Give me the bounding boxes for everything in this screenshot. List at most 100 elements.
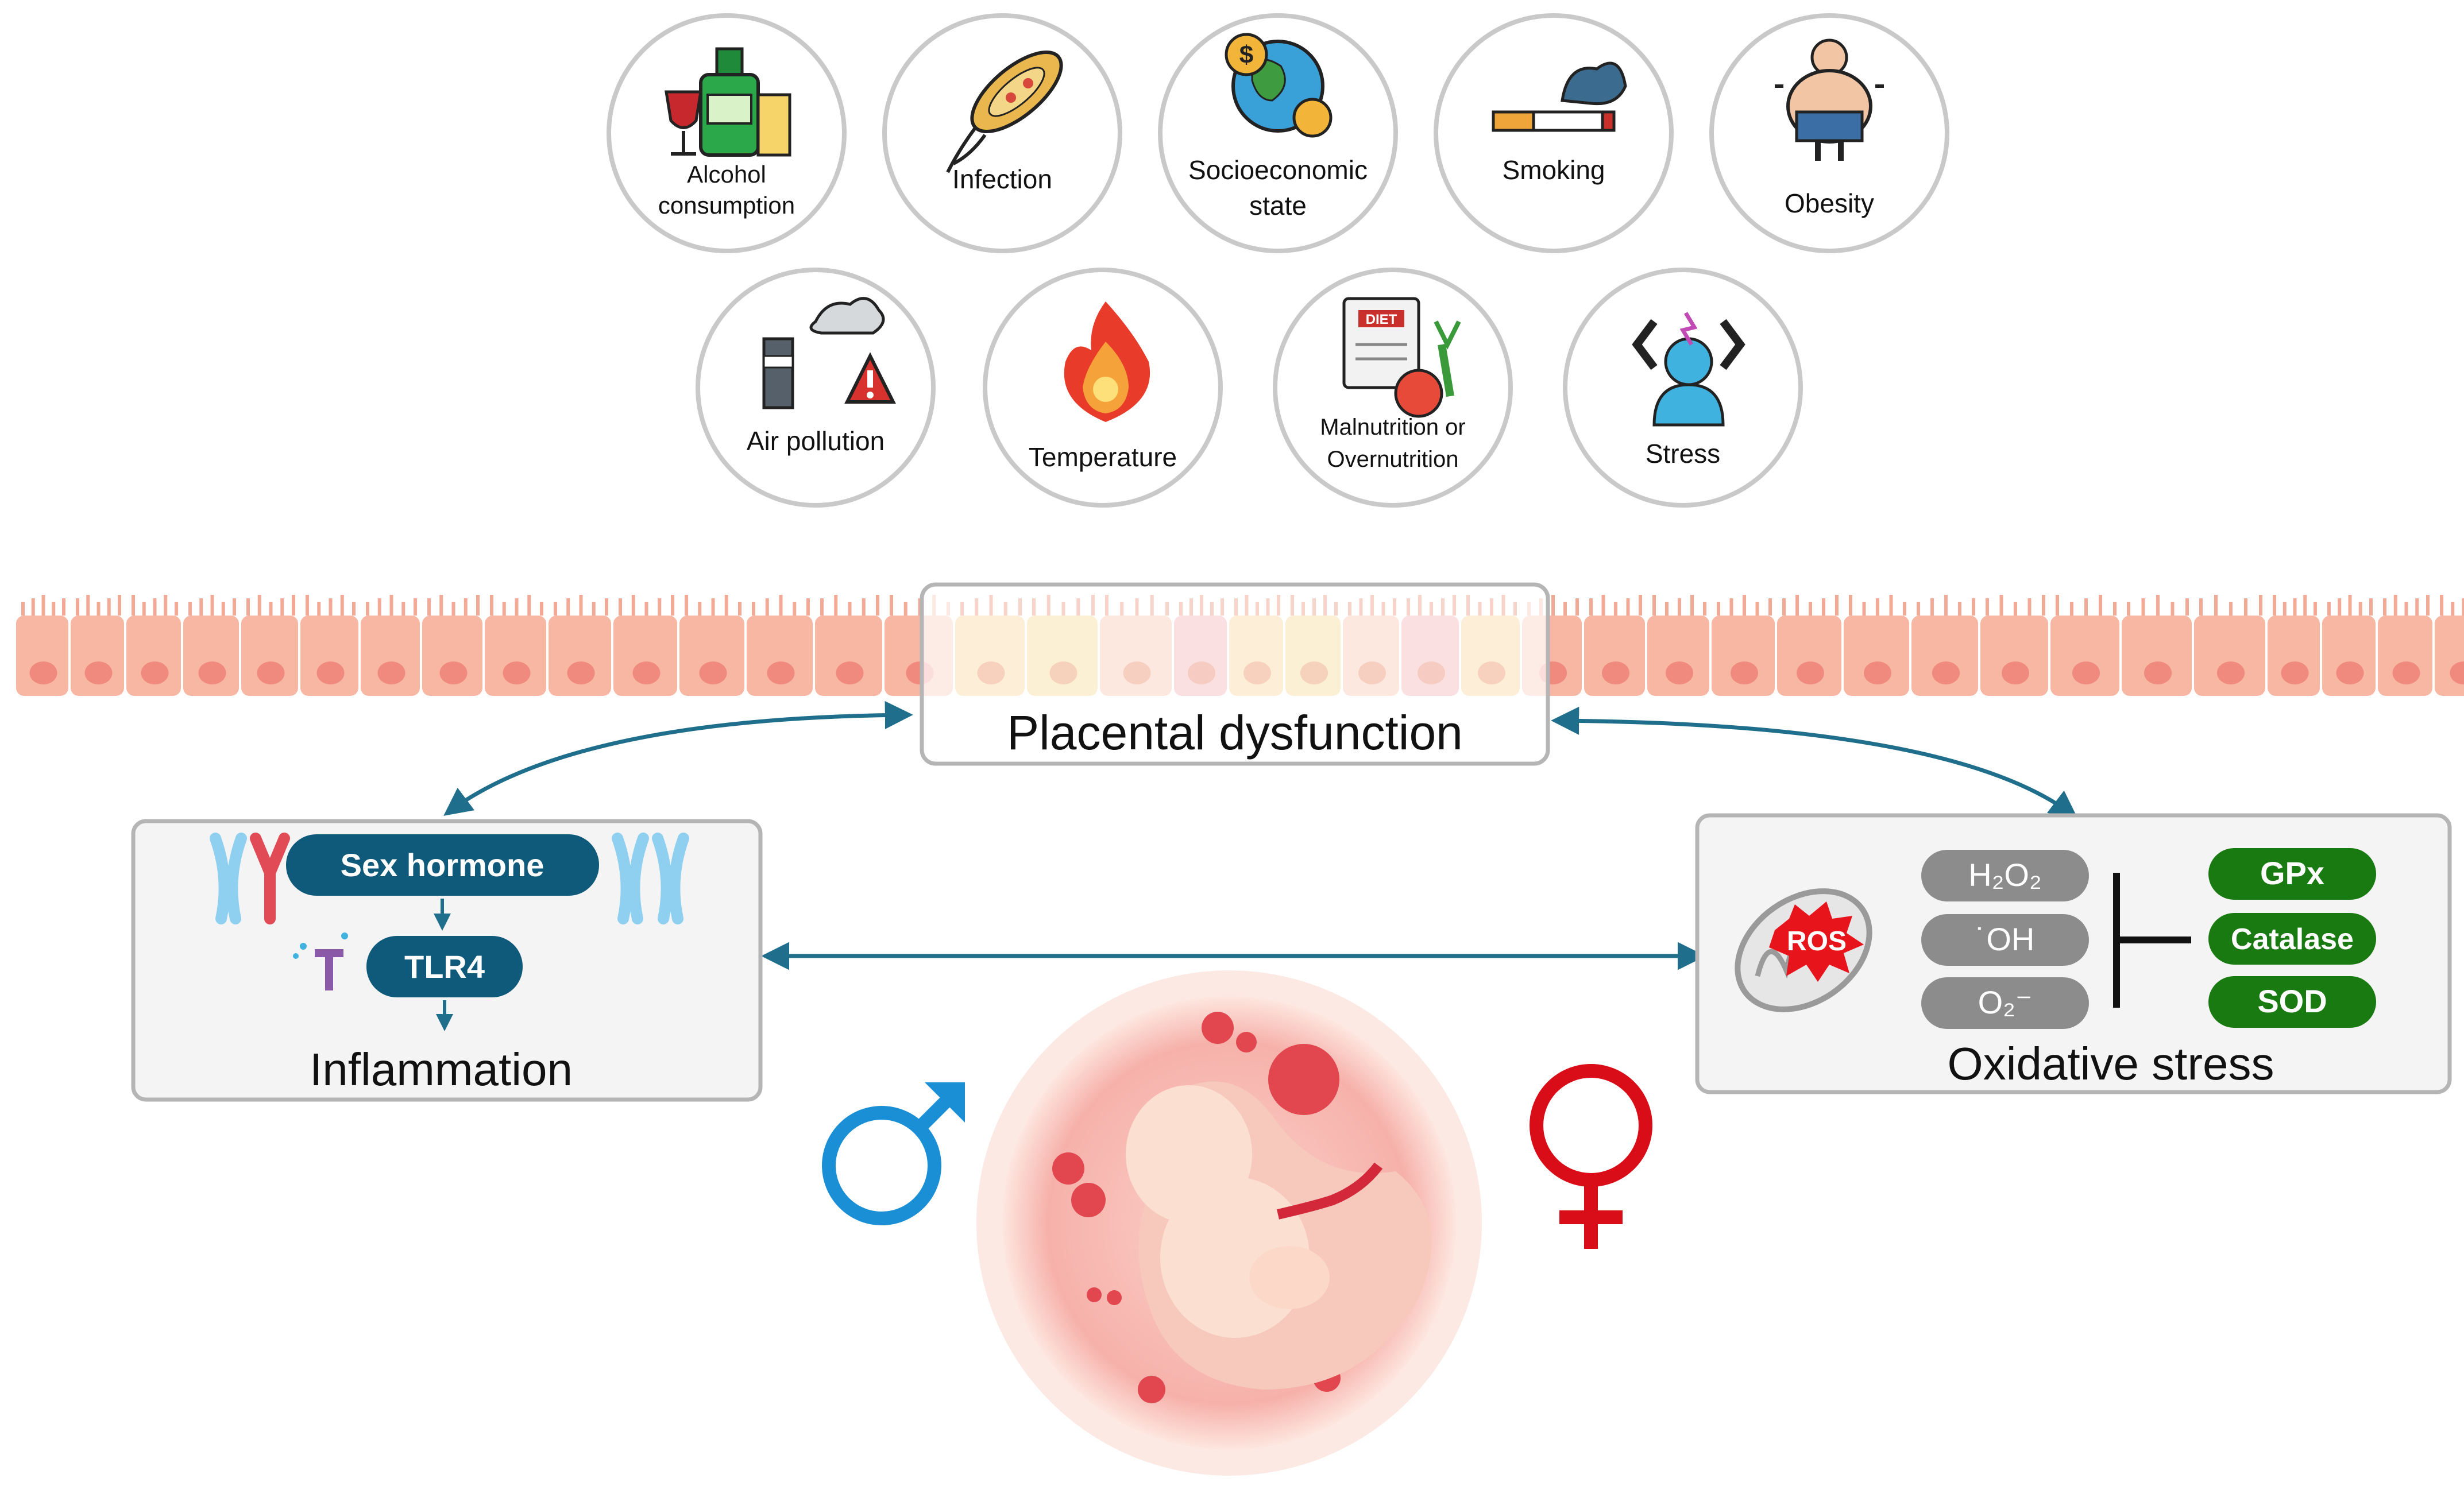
tissue-cell <box>1100 616 1172 696</box>
cell-nucleus <box>1932 661 1960 684</box>
factor-diet: DIET Malnutrition or Overnutrition <box>1273 268 1513 508</box>
antioxidant-pill <box>2208 848 2376 900</box>
cell-nucleus <box>1358 661 1386 684</box>
arrow-placenta-oxidative <box>1551 706 2078 819</box>
cell-nucleus <box>1123 661 1151 684</box>
cell-nucleus <box>2281 661 2309 684</box>
cell-nucleus <box>257 661 285 684</box>
receptor-icon <box>293 932 348 990</box>
factor-label: Temperature <box>1029 442 1177 472</box>
cell-nucleus <box>767 661 795 684</box>
tissue-cell <box>361 616 420 696</box>
cell-nucleus <box>1666 661 1693 684</box>
flame-icon <box>1064 301 1150 422</box>
tissue-cell <box>2122 616 2192 696</box>
tissue-cell <box>2194 616 2265 696</box>
cell-nucleus <box>2002 661 2029 684</box>
antioxidant-pill <box>2208 913 2376 965</box>
cell-nucleus <box>2392 661 2420 684</box>
factor-alcohol: Alcohol consumption <box>607 13 847 253</box>
factor-socioeconomic: $ Socioeconomic state <box>1158 13 1398 253</box>
antioxidant-pill <box>2208 976 2376 1028</box>
cell-nucleus <box>632 661 661 684</box>
embryo-illustration <box>976 970 1482 1476</box>
radical-label: ˙OH <box>1976 921 2035 957</box>
oxidative-stress-box: ROS H₂O₂ ˙OH O₂⁻ GPx Catalase SOD Oxidat… <box>1695 813 2452 1094</box>
cell-nucleus <box>1731 661 1758 684</box>
placental-dysfunction-box: Placental dysfunction <box>920 582 1550 766</box>
globe-money-icon: $ <box>1225 33 1333 138</box>
tissue-cell <box>549 616 611 696</box>
inflammation-title: Inflammation <box>310 1044 573 1095</box>
cell-nucleus <box>503 661 531 684</box>
factor-label: state <box>1249 191 1307 220</box>
cell-nucleus <box>2072 661 2100 684</box>
factor-label: Alcohol <box>687 161 766 188</box>
factor-label: Overnutrition <box>1327 447 1459 472</box>
sex-hormone-label: Sex hormone <box>341 847 544 883</box>
antioxidant-label: GPx <box>2260 855 2324 891</box>
inflammation-box: Sex hormone TLR4 Inflammation <box>131 819 763 1102</box>
factor-obesity: Obesity <box>1709 13 1949 253</box>
antioxidant-label: Catalase <box>2231 923 2354 956</box>
svg-text:$: $ <box>1239 41 1253 69</box>
factor-label: consumption <box>658 192 795 219</box>
cell-nucleus <box>141 661 169 684</box>
ros-burst-icon: ROS <box>1769 901 1864 982</box>
cell-nucleus <box>699 661 727 684</box>
factor-infection: Infection <box>882 13 1122 253</box>
svg-text:DIET: DIET <box>1366 312 1397 327</box>
radical-label: H₂O₂ <box>1968 857 2041 893</box>
radical-label: O₂⁻ <box>1978 984 2033 1020</box>
factor-stress: Stress <box>1563 268 1803 508</box>
factor-label: Socioeconomic <box>1188 155 1368 185</box>
highlighted-cells <box>955 595 1520 696</box>
factor-air-pollution: Air pollution <box>696 268 936 508</box>
obesity-icon <box>1775 38 1884 161</box>
tissue-cell <box>613 616 677 696</box>
tissue-cell <box>1027 616 1098 696</box>
tlr4-pill <box>366 936 523 997</box>
cell-nucleus <box>2217 661 2245 684</box>
sex-hormone-pill <box>286 834 599 896</box>
placental-dysfunction-label: Placental dysfunction <box>1007 706 1463 760</box>
factor-label: Malnutrition or <box>1320 415 1465 440</box>
tissue-cell <box>1712 616 1775 696</box>
factor-label: Infection <box>952 164 1052 194</box>
factor-label: Stress <box>1646 439 1720 469</box>
tissue-cell <box>815 616 882 696</box>
cell-nucleus <box>977 661 1005 684</box>
tissue-cell <box>422 616 482 696</box>
cell-nucleus <box>2144 661 2172 684</box>
factor-label: Smoking <box>1503 155 1605 185</box>
cell-nucleus <box>1188 661 1215 684</box>
male-symbol-icon <box>822 1082 965 1225</box>
cell-nucleus <box>836 661 864 684</box>
tissue-cell <box>1584 616 1645 696</box>
placental-tissue-band <box>16 595 2464 696</box>
cell-nucleus <box>316 661 345 684</box>
tissue-cell <box>1461 616 1520 696</box>
tissue-cell <box>955 616 1025 696</box>
radical-pill <box>1921 977 2089 1029</box>
tissue-cell <box>747 616 813 696</box>
cell-nucleus <box>1478 661 1505 684</box>
tissue-cell <box>1647 616 1709 696</box>
stress-icon <box>1632 312 1745 427</box>
ros-label: ROS <box>1787 926 1847 957</box>
tissue-cell <box>300 616 358 696</box>
xx-chromosome-icon <box>612 833 689 924</box>
radical-pill <box>1921 914 2089 966</box>
oxidative-stress-title: Oxidative stress <box>1947 1038 2274 1089</box>
tissue-cell <box>1844 616 1909 696</box>
cell-nucleus <box>377 661 405 684</box>
bacteria-icon <box>946 50 1063 173</box>
tissue-cell <box>485 616 546 696</box>
factor-label: Obesity <box>1785 188 1874 218</box>
cell-nucleus <box>1602 661 1629 684</box>
diet-icon: DIET <box>1342 297 1461 418</box>
cell-nucleus <box>29 661 57 684</box>
tissue-cell <box>2050 616 2119 696</box>
cell-nucleus <box>1864 661 1891 684</box>
xy-chromosome-icon <box>210 833 290 924</box>
